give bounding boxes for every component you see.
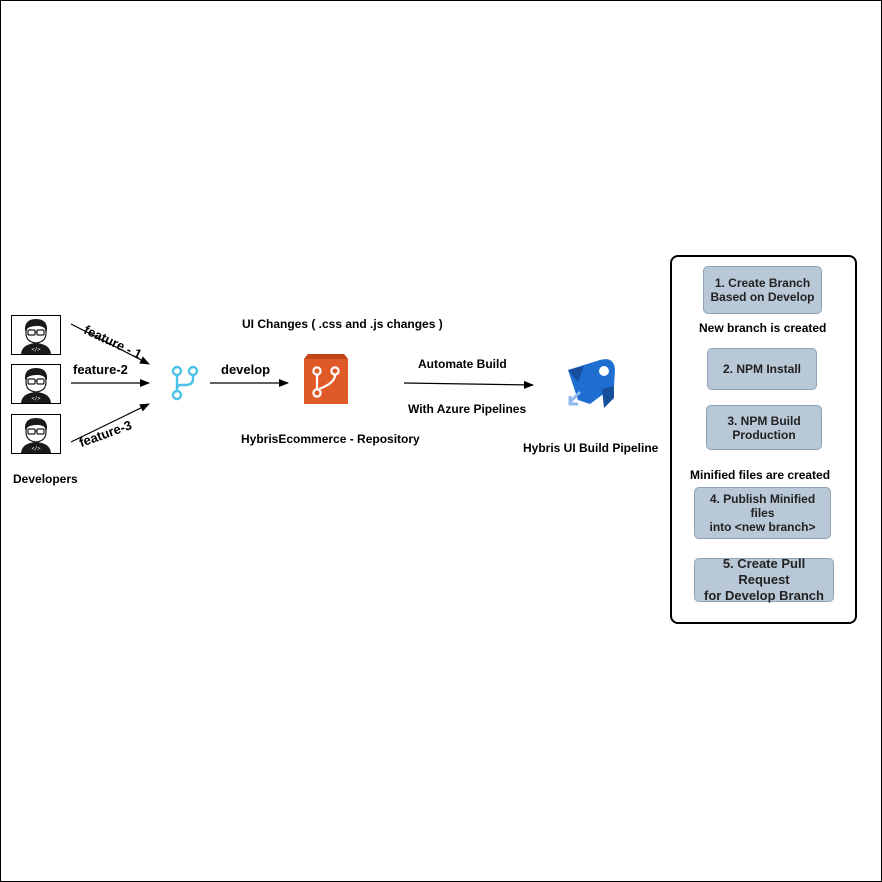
ui-changes-label: UI Changes ( .css and .js changes ) [242,317,443,331]
repository-name: HybrisEcommerce - Repository [241,432,420,446]
step-publish-minified: 4. Publish Minified files into <new bran… [694,487,831,539]
arrow-automate-build [403,380,534,389]
step-create-branch: 1. Create Branch Based on Develop [703,266,822,314]
pipeline-name: Hybris UI Build Pipeline [523,441,659,455]
minified-files-note: Minified files are created [690,468,831,482]
developer-icon: </> [11,315,61,355]
new-branch-note: New branch is created [699,321,827,335]
automate-build-label: Automate Build [418,357,507,371]
svg-text:</>: </> [31,347,40,353]
developer-icon: </> [11,414,61,454]
svg-text:</>: </> [31,396,40,402]
step-npm-install: 2. NPM Install [707,348,817,390]
developers-label: Developers [13,472,78,486]
step-create-pull-request: 5. Create Pull Request for Develop Branc… [694,556,834,603]
step-npm-build: 3. NPM Build Production [706,405,822,450]
feature-2-label: feature-2 [73,362,128,377]
svg-text:</>: </> [31,446,40,452]
develop-label: develop [221,362,271,377]
azure-pipelines-label: With Azure Pipelines [408,402,527,416]
developer-icon: </> [11,364,61,404]
azure-repos-icon [304,354,348,404]
arrow-feature-3 [70,403,150,443]
arrow-feature-1 [70,323,150,365]
git-branch-icon [171,365,199,401]
azure-pipelines-icon [568,359,615,408]
